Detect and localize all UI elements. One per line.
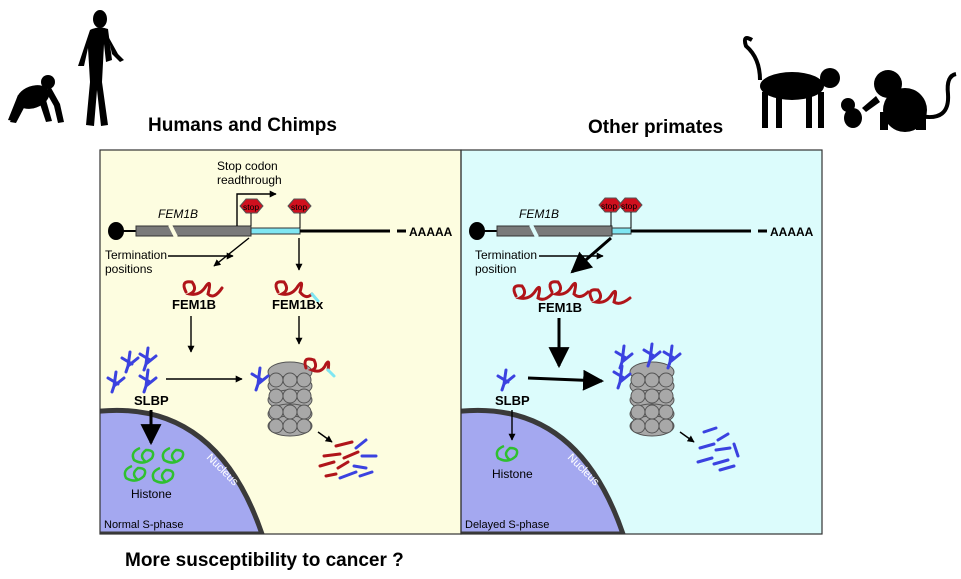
degradation-arrow [317,431,333,443]
phase-label: Delayed S-phase [465,519,549,531]
fem1bx-label: FEM1Bx [272,297,324,312]
fem1b-protein-icon [182,280,224,298]
human-silhouette [78,10,124,126]
polya-label: AAAAA [770,225,814,239]
gene-label: FEM1B [158,207,198,221]
svg-text:stop: stop [601,201,617,211]
proteasome-icon [629,361,675,437]
polya-label: AAAAA [409,225,453,239]
phase-label: Normal S-phase [104,519,183,531]
readthrough-label-line2: readthrough [217,173,282,187]
right-panel-border [460,149,823,535]
degradation-arrow [679,431,695,443]
gene-cds [496,225,613,237]
readthrough-arrow [236,190,277,226]
svg-text:stop: stop [621,201,637,211]
gene-utr [611,227,632,235]
baby-monkey-silhouette [841,98,862,128]
stop-sign-icon: stop [287,198,312,228]
slbp-to-complex-arrow [527,369,605,391]
translation-arrow [213,237,250,267]
svg-text:stop: stop [291,202,307,212]
monkey-silhouette [742,36,840,128]
macaque-silhouette [862,70,957,132]
gene-utr-readthrough [250,227,301,235]
readthrough-label-line1: Stop codon [217,159,278,173]
gene-break [168,224,178,238]
chimp-silhouette [8,75,64,123]
histone-label: Histone [131,487,172,501]
bound-slbp-icon [250,366,270,392]
fem1b-label: FEM1B [172,297,216,312]
stop-sign-icon: stop [239,198,264,226]
slbp-label: SLBP [495,393,530,408]
slbp-protein-icon [496,368,516,392]
slbp-label: SLBP [134,393,169,408]
fem1b-label: FEM1B [538,300,582,315]
gene-break [529,224,539,238]
fem1b-protein-icon [512,280,632,305]
svg-text:stop: stop [243,202,259,212]
stop-sign-icon: stop [618,197,643,228]
heading-humans-chimps: Humans and Chimps [148,115,337,136]
termination-label-line1: Termination [105,248,167,262]
gene-label: FEM1B [519,207,559,221]
gene-cds [135,225,252,237]
left-panel: Nucleus Normal S-phase AAAAA FEM1B Stop … [100,150,461,534]
bound-fem1bx-icon [303,357,336,378]
histone-icon [495,444,519,462]
histone-label: Histone [492,467,533,481]
right-panel: Nucleus Delayed S-phase AAAAA FEM1B stop… [461,150,822,534]
bound-slbp-icon [612,342,682,390]
degraded-fragments-icon [696,426,740,472]
translation-arrow [570,236,612,274]
heading-cancer-question: More susceptibility to cancer ? [125,550,404,571]
stop-sign-icon: stop [598,197,623,226]
termination-label-line1: Termination [475,248,537,262]
degraded-fragments-icon [318,438,378,480]
histone-icon [123,446,185,484]
termination-label-line2: position [475,262,516,276]
fem1bx-protein-icon [274,280,320,303]
proteasome-icon [267,361,313,437]
nucleus [461,407,626,534]
heading-other-primates: Other primates [588,117,723,138]
termination-label-line2: positions [105,262,152,276]
slbp-protein-icon [106,346,158,394]
